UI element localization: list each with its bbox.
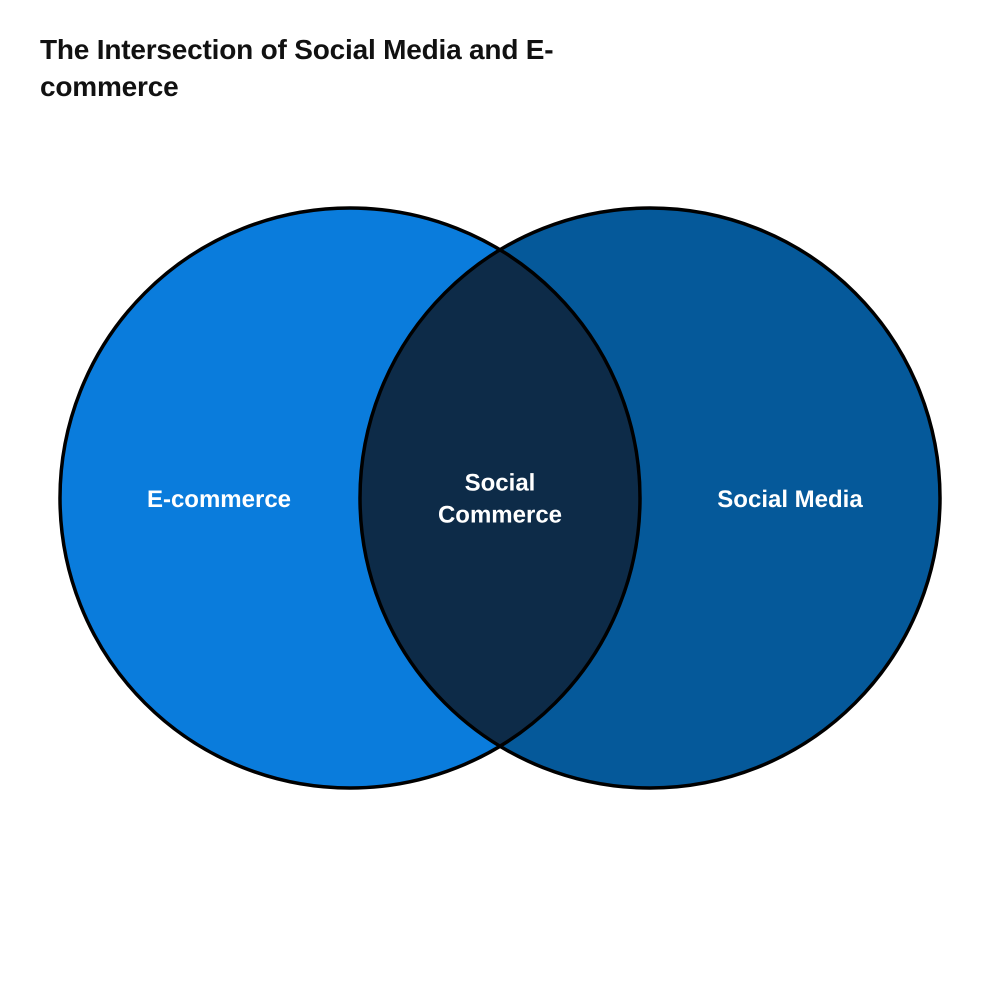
venn-intersection-fill[interactable] <box>360 208 940 788</box>
venn-circle-right-outline <box>358 206 942 790</box>
venn-intersection-group <box>360 208 940 788</box>
venn-circle-left-outline <box>58 206 642 790</box>
page-title: The Intersection of Social Media and E-c… <box>40 34 554 102</box>
